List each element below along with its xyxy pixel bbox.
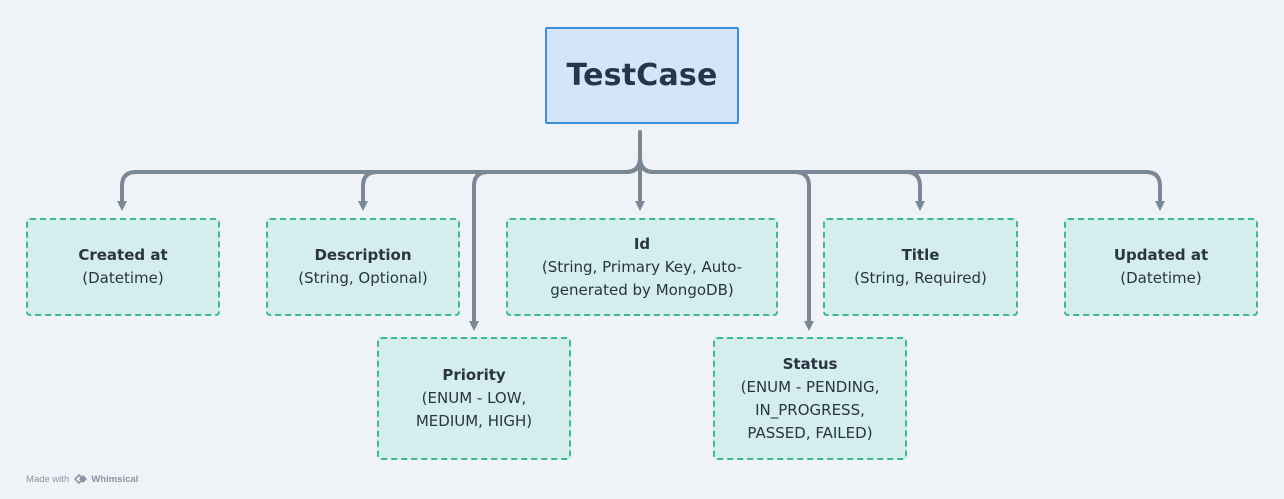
field-type-status: (ENUM - PENDING, IN_PROGRESS, PASSED, FA…: [740, 377, 880, 442]
connector-updated-at: [638, 156, 1165, 211]
field-node-priority[interactable]: Priority (ENUM - LOW, MEDIUM, HIGH): [377, 337, 571, 460]
whimsical-watermark[interactable]: Made with Whimsical: [26, 472, 138, 486]
field-node-status[interactable]: Status (ENUM - PENDING, IN_PROGRESS, PAS…: [713, 337, 907, 460]
field-type-created-at: (Datetime): [82, 269, 164, 287]
field-type-id: (String, Primary Key, Auto-generated by …: [541, 257, 743, 299]
field-node-description[interactable]: Description (String, Optional): [266, 218, 460, 316]
field-type-title: (String, Required): [854, 269, 987, 287]
field-node-id[interactable]: Id (String, Primary Key, Auto-generated …: [506, 218, 778, 316]
field-name-status: Status: [782, 354, 838, 373]
connector-created-at: [117, 156, 642, 211]
root-node-testcase[interactable]: TestCase: [545, 27, 739, 124]
field-type-description: (String, Optional): [298, 269, 428, 287]
watermark-brand: Whimsical: [91, 473, 139, 485]
field-node-created-at[interactable]: Created at (Datetime): [26, 218, 220, 316]
whimsical-logo-icon: [74, 473, 88, 485]
connector-description: [358, 156, 642, 211]
field-name-priority: Priority: [442, 366, 506, 384]
field-name-id: Id: [633, 234, 651, 253]
field-name-updated-at: Updated at: [1113, 246, 1209, 264]
field-type-priority: (ENUM - LOW, MEDIUM, HIGH): [415, 389, 533, 430]
field-node-title[interactable]: Title (String, Required): [823, 218, 1018, 316]
field-type-updated-at: (Datetime): [1120, 269, 1202, 287]
connector-title: [638, 156, 925, 211]
field-name-title: Title: [901, 246, 940, 264]
root-node-title: TestCase: [566, 58, 718, 93]
field-name-created-at: Created at: [78, 246, 168, 264]
watermark-made-with: Made with: [26, 473, 70, 485]
field-node-updated-at[interactable]: Updated at (Datetime): [1064, 218, 1258, 316]
field-name-description: Description: [314, 246, 412, 264]
